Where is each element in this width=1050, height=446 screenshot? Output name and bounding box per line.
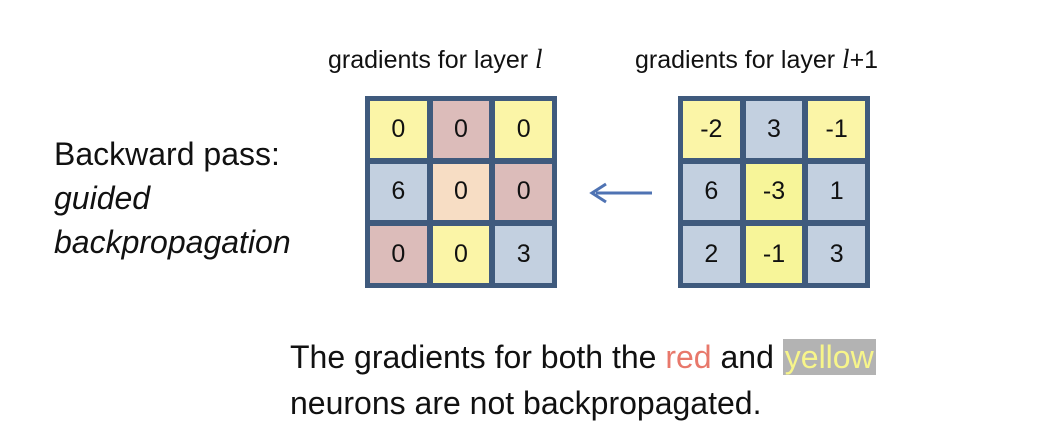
- left-grid-cell-2-1: 6: [370, 163, 427, 221]
- right-grid-title: gradients for layer l+1: [635, 44, 878, 75]
- side-label: Backward pass: guided backpropagation: [54, 132, 291, 264]
- caption-yellow-word: yellow: [782, 339, 876, 375]
- caption-red-word: red: [665, 339, 712, 375]
- right-grid-cell-1-1: -2: [683, 101, 740, 158]
- right-grid-cell-1-3: -1: [808, 101, 865, 158]
- left-grid-cell-2-2: 0: [432, 163, 490, 221]
- right-grid-cell-3-3: 3: [808, 226, 865, 283]
- caption-line-2: neurons are not backpropagated.: [290, 385, 762, 421]
- right-grid-title-variable: l: [842, 44, 850, 74]
- left-grid-cell-3-3: 3: [495, 226, 552, 283]
- caption: The gradients for both the red and yello…: [290, 334, 876, 426]
- right-grid-cell-2-3: 1: [808, 163, 865, 221]
- caption-line-1: The gradients for both the red and yello…: [290, 334, 876, 380]
- side-label-line-1: Backward pass:: [54, 136, 280, 172]
- right-grid-cell-2-1: 6: [683, 163, 740, 221]
- left-grid-title-variable: l: [535, 44, 543, 74]
- left-grid-cell-3-2: 0: [432, 226, 490, 283]
- right-grid-cell-2-2: -3: [745, 163, 803, 221]
- right-grid-cell-1-2: 3: [745, 101, 803, 158]
- side-label-line-2: guided: [54, 180, 151, 216]
- right-grid-title-suffix: +1: [849, 46, 879, 74]
- left-grid-cell-3-1: 0: [370, 226, 427, 283]
- caption-text-part-1: The gradients for both the: [290, 339, 666, 375]
- left-grid-cell-1-1: 0: [370, 101, 427, 158]
- caption-text-part-2: and: [711, 339, 783, 375]
- arrow-head: [589, 182, 607, 204]
- right-grid-title-prefix: gradients for layer: [635, 46, 843, 74]
- side-label-line-3: backpropagation: [54, 224, 291, 260]
- right-grid-cell-3-1: 2: [683, 226, 740, 283]
- left-grid-title-prefix: gradients for layer: [328, 46, 536, 74]
- left-grid-title: gradients for layer l: [328, 44, 543, 75]
- left-grid-cell-1-3: 0: [495, 101, 552, 158]
- left-grid-cell-2-3: 0: [495, 163, 552, 221]
- right-grid-cell-3-2: -1: [745, 226, 803, 283]
- left-grid-cell-1-2: 0: [432, 101, 490, 158]
- left-arrow-icon: [589, 182, 652, 204]
